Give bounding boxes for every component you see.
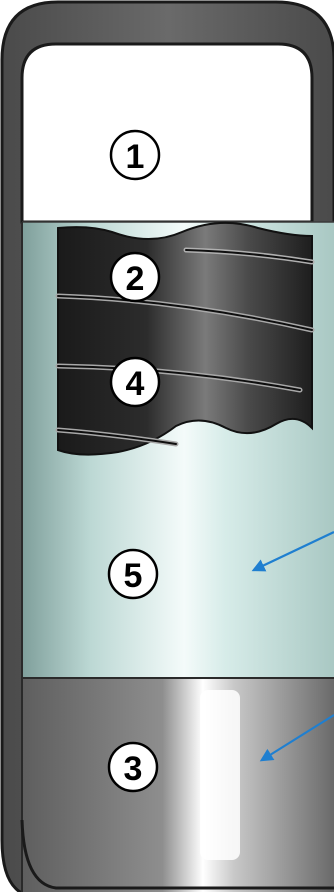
- arrow-to-base: [259, 714, 334, 762]
- spiral-grooves: [55, 247, 315, 447]
- groove-line: [57, 365, 301, 391]
- groove-line: [57, 429, 177, 445]
- callout-2: 2: [109, 251, 161, 303]
- callout-circle: [109, 356, 161, 408]
- vial-bottom-edge: [20, 819, 334, 890]
- callout-label: 5: [124, 557, 143, 595]
- callout-5: 5: [107, 548, 159, 600]
- groove-line: [185, 249, 313, 263]
- callout-circle: [107, 741, 159, 793]
- callout-label: 3: [124, 750, 143, 788]
- base-region: [22, 678, 334, 892]
- callout-circle: [107, 548, 159, 600]
- callout-label: 2: [126, 260, 145, 298]
- callout-1: 1: [109, 129, 161, 181]
- callout-3: 3: [107, 741, 159, 793]
- callout-4: 4: [109, 356, 161, 408]
- arrow-to-liquid: [251, 531, 334, 572]
- callout-label: 1: [126, 138, 145, 176]
- base-highlight: [200, 690, 240, 860]
- headspace-region: [20, 42, 314, 224]
- callout-circle: [109, 251, 161, 303]
- groove-line: [57, 295, 313, 331]
- callout-label: 4: [126, 365, 145, 403]
- callout-circle: [109, 129, 161, 181]
- arrows: [251, 531, 334, 762]
